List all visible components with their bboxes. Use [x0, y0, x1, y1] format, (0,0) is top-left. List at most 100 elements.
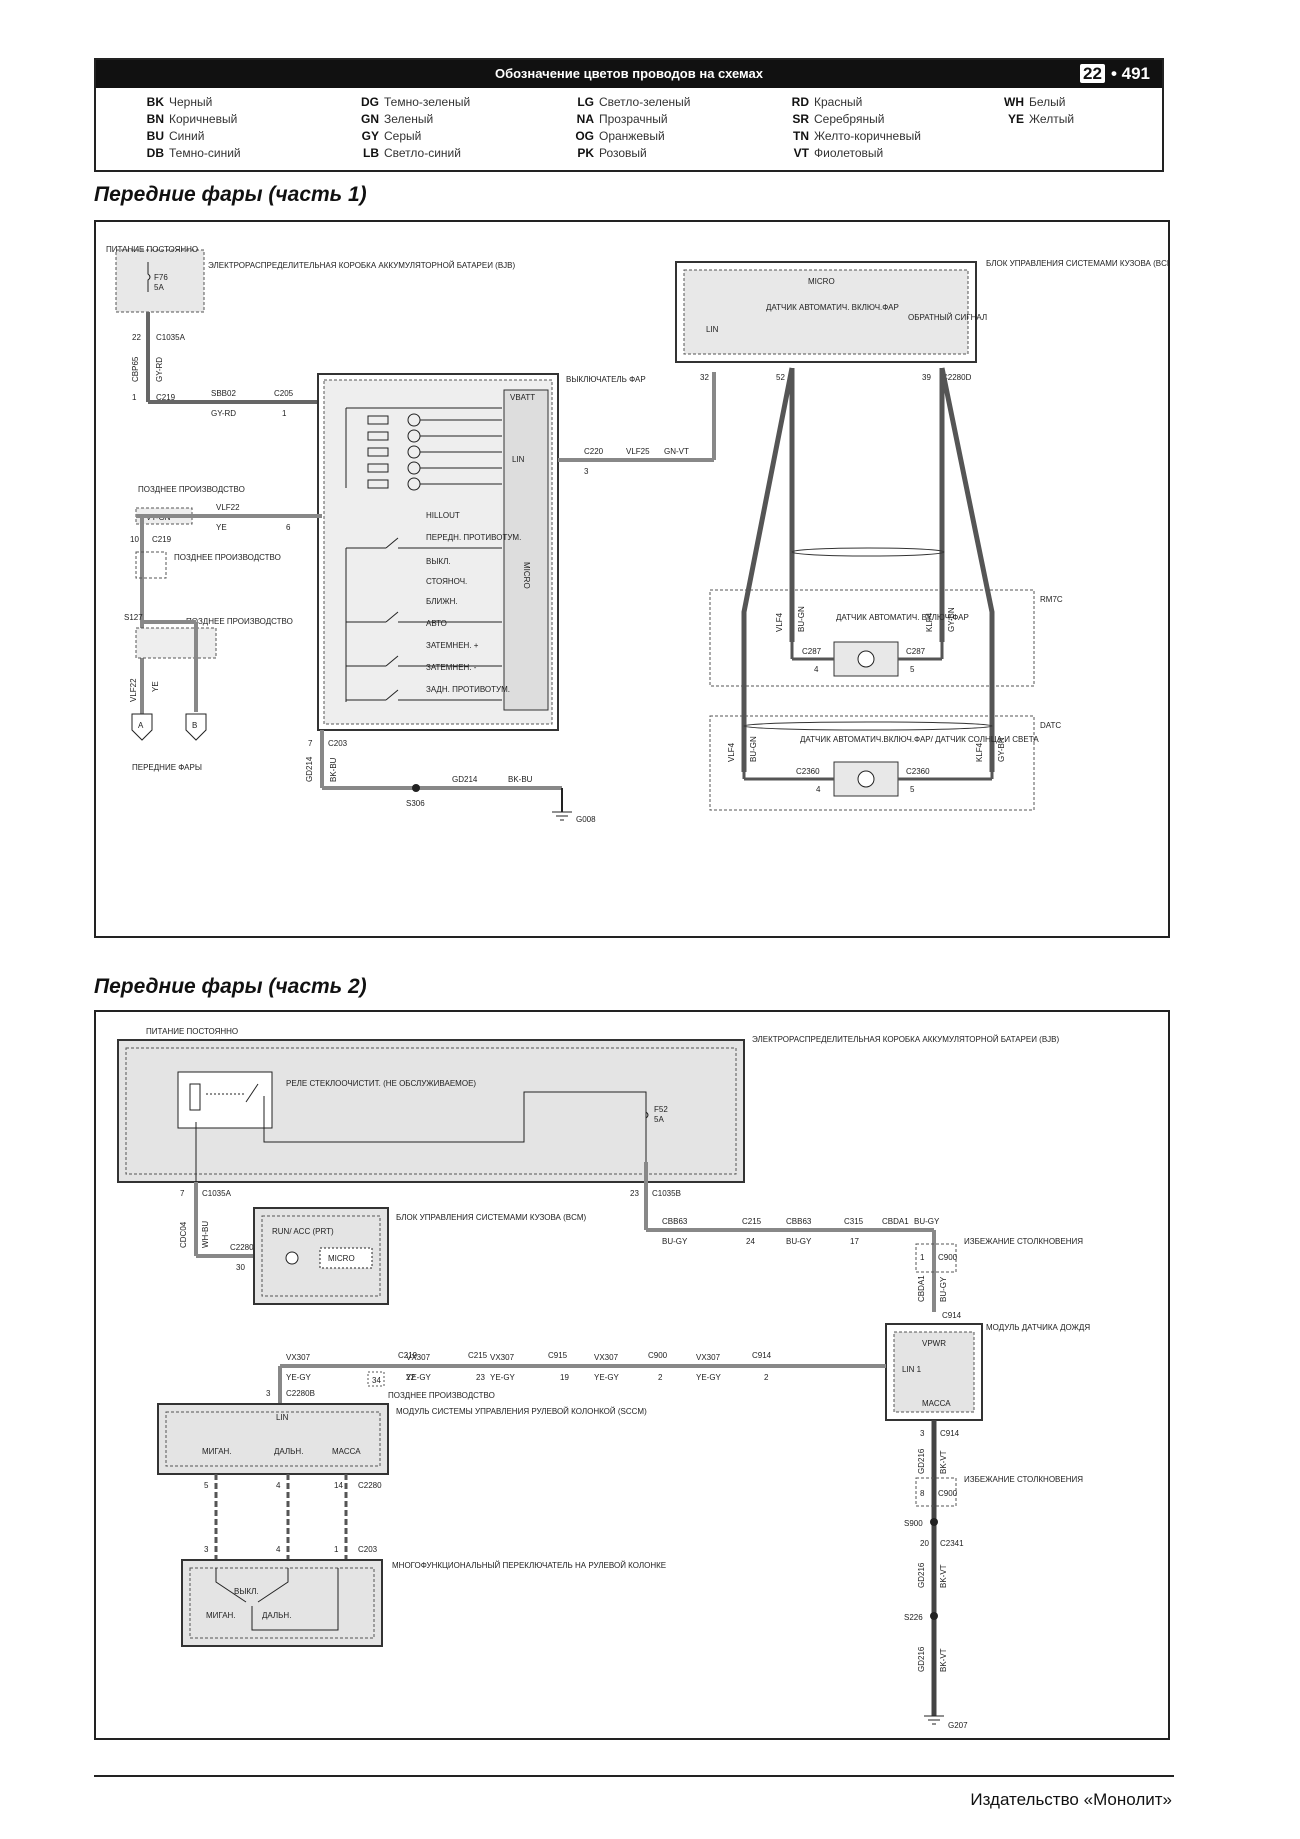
pin-label: 23: [476, 1373, 485, 1382]
legend-code: GN: [361, 112, 379, 126]
footer-rule: [94, 1775, 1174, 1777]
legend-name: Белый: [1029, 95, 1066, 109]
wire-color: YE: [216, 523, 227, 532]
wire-color: BK-VT: [939, 1564, 948, 1588]
sccm-pin-label: МАССА: [332, 1447, 361, 1456]
legend-name: Темно-зеленый: [384, 95, 471, 109]
wire-code: KLF4: [925, 612, 934, 632]
rain-label: МОДУЛЬ ДАТЧИКА ДОЖДЯ: [986, 1323, 1090, 1332]
connector-label: C915: [548, 1351, 568, 1360]
wire-color: YE-GY: [696, 1373, 722, 1382]
wire-color: BK-BU: [329, 757, 338, 782]
relay-contact: [245, 1083, 259, 1103]
part1-diagram: ПИТАНИЕ ПОСТОЯННО ЭЛЕКТРОРАСПРЕДЕЛИТЕЛЬН…: [94, 220, 1177, 938]
conn-c220: C220: [584, 447, 604, 456]
legend-name: Коричневый: [169, 112, 238, 126]
conn-c287b: C287: [906, 647, 926, 656]
pin-23: 23: [630, 1189, 639, 1198]
wire-color-legend: Обозначение цветов проводов на схемах 22…: [94, 58, 1164, 172]
legend-name: Желтый: [1029, 112, 1075, 126]
pin-3: 3: [266, 1389, 271, 1398]
wire-color: BU-GY: [662, 1237, 688, 1246]
run-label: RUN/ ACC (PRT): [272, 1227, 334, 1236]
sccm-label: МОДУЛЬ СИСТЕМЫ УПРАВЛЕНИЯ РУЛЕВОЙ КОЛОНК…: [396, 1407, 647, 1416]
fuse-amp: 5A: [154, 283, 164, 292]
legend-name: Желто-коричневый: [814, 129, 921, 143]
pin-52: 52: [776, 373, 785, 382]
legend-code: BU: [146, 129, 164, 143]
datc-box: [709, 715, 1035, 811]
conn-c2341: C2341: [940, 1539, 964, 1548]
switch-position-label: ЗАДН. ПРОТИВОТУМ.: [426, 685, 510, 694]
wire-code: VX307: [594, 1353, 619, 1362]
connector-label: C219: [398, 1351, 418, 1360]
wire-code: VLF22: [129, 678, 138, 702]
pin-5: 5: [910, 785, 915, 794]
conn-c203: C203: [358, 1545, 378, 1554]
legend-code: TN: [793, 129, 809, 143]
lin-label: LIN: [512, 455, 525, 464]
vbatt-label: VBATT: [510, 393, 535, 402]
pin-label: 2: [658, 1373, 663, 1382]
legend-header: Обозначение цветов проводов на схемах 22…: [96, 60, 1162, 88]
legend-code: DG: [361, 95, 379, 109]
bcm-feedback-label: ОБРАТНЫЙ СИГНАЛ: [908, 313, 987, 322]
conn-c2280: C2280: [358, 1481, 382, 1490]
conn-c914: C914: [940, 1429, 960, 1438]
datc-label: DATC: [1040, 721, 1061, 730]
pin-3: 3: [920, 1429, 925, 1438]
later-prod-label3: ПОЗДНЕЕ ПРОИЗВОДСТВО: [186, 617, 293, 626]
conn-c1035b: C1035B: [652, 1189, 681, 1198]
switch-position-label: СТОЯНОЧ.: [426, 577, 467, 586]
later-prod-label2: ПОЗДНЕЕ ПРОИЗВОДСТВО: [174, 553, 281, 562]
power-label: ПИТАНИЕ ПОСТОЯННО: [146, 1027, 238, 1036]
bcm-inner: [683, 269, 969, 355]
later-box: [367, 1371, 385, 1387]
pin-39: 39: [922, 373, 931, 382]
page-number: 22• 491: [1080, 64, 1150, 84]
pin-22: 22: [132, 333, 141, 342]
avoid-label2: ИЗБЕЖАНИЕ СТОЛКНОВЕНИЯ: [964, 1475, 1083, 1484]
switch-position-label: БЛИЖН.: [426, 597, 458, 606]
conn-c2280d: C2280D: [942, 373, 972, 382]
conn-c2360b: C2360: [906, 767, 930, 776]
connector-label: C215: [468, 1351, 488, 1360]
switch-contacts: [345, 537, 502, 702]
part1-svg: ПИТАНИЕ ПОСТОЯННО ЭЛЕКТРОРАСПРЕДЕЛИТЕЛЬН…: [106, 245, 1177, 824]
wire-color: GY-BN: [947, 607, 956, 632]
wire-color: WH-BU: [201, 1221, 210, 1248]
switch-position-label: ЗАТЕМНЕН. -: [426, 663, 477, 672]
sccm-box: [157, 1403, 389, 1475]
high-beam-label: ДАЛЬН.: [262, 1611, 291, 1620]
legend-code: LB: [363, 146, 379, 160]
connector-label: C900: [648, 1351, 668, 1360]
lin1-label: LIN 1: [902, 1365, 922, 1374]
chapter-number: 22: [1080, 64, 1105, 83]
part2-diagram: ПИТАНИЕ ПОСТОЯННО ЭЛЕКТРОРАСПРЕДЕЛИТЕЛЬН…: [94, 1010, 1170, 1740]
avoid-label: ИЗБЕЖАНИЕ СТОЛКНОВЕНИЯ: [964, 1237, 1083, 1246]
legend-code: SR: [792, 112, 809, 126]
switch-position-label: АВТО: [426, 619, 447, 628]
wire-sensor-left: [741, 367, 795, 772]
wire-color: GY-RD: [155, 357, 164, 382]
headlamps-label: ПЕРЕДНИЕ ФАРЫ: [132, 763, 202, 772]
switch-position-label: ЗАТЕМНЕН. +: [426, 641, 479, 650]
switch-contacts: [215, 1568, 339, 1631]
part1-title: Передние фары (часть 1): [94, 183, 367, 206]
legend-name: Черный: [169, 95, 213, 109]
ground-icon: [552, 811, 572, 821]
conn-c900b: C900: [938, 1489, 958, 1498]
conn-c2360: C2360: [796, 767, 820, 776]
splice-s306: [412, 784, 420, 792]
pin-8: 8: [920, 1489, 925, 1498]
sensor2-label: ДАТЧИК АВТОМАТИЧ.ВКЛЮЧ.ФАР/ ДАТЧИК СОЛНЦ…: [800, 735, 1039, 744]
rm7c-label: RM7C: [1040, 595, 1063, 604]
pin-3: 3: [584, 467, 589, 476]
connector-a: [131, 713, 153, 741]
wire-code: CBB63: [786, 1217, 812, 1226]
